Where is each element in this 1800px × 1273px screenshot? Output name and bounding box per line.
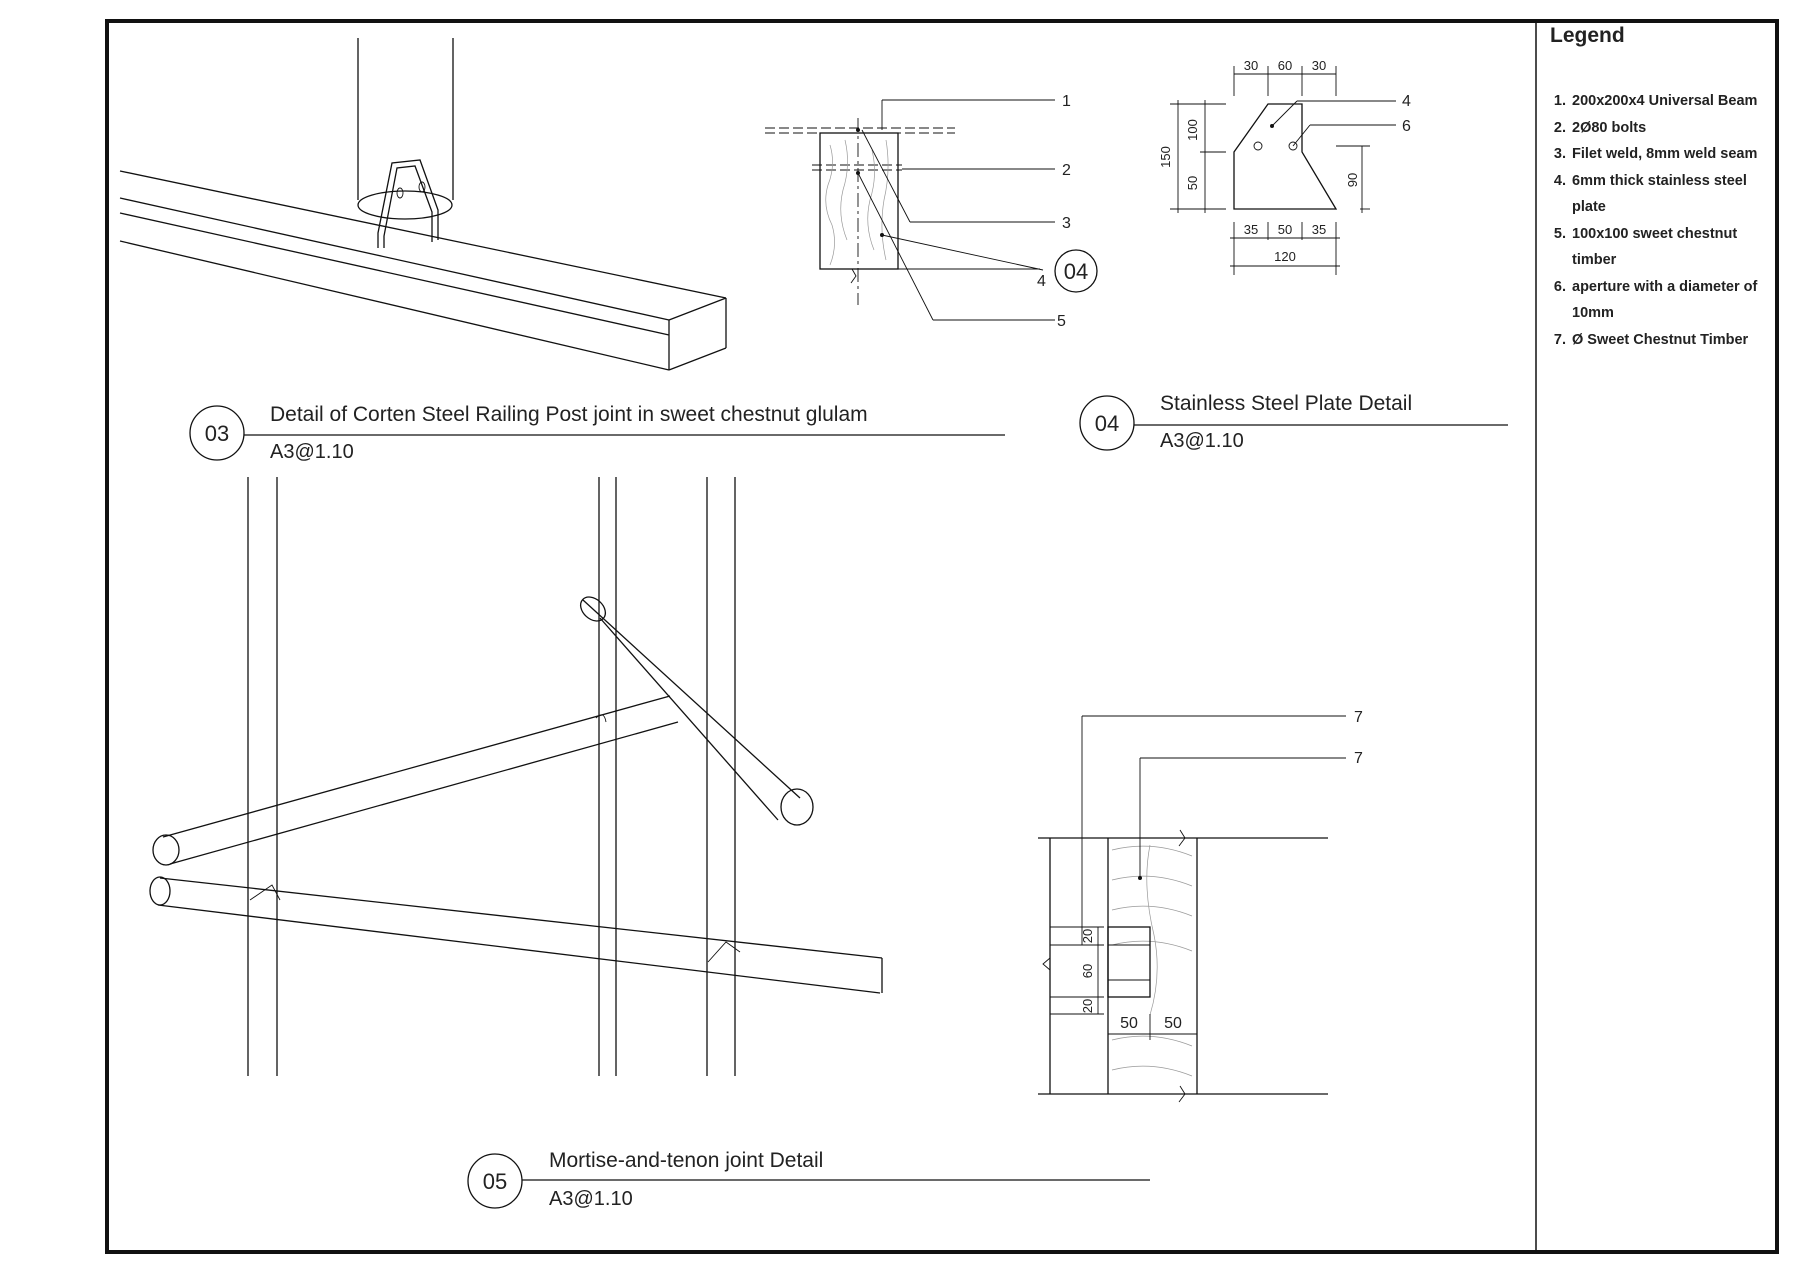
sheet-border: [105, 19, 1779, 1254]
legend-item-7: Ø Sweet Chestnut Timber: [1570, 327, 1776, 354]
section-callout-4: 4: [1037, 273, 1046, 290]
detail-04-bubble: [1079, 395, 1135, 451]
detail-03-drawing: [119, 38, 727, 371]
plate-dim-right: 90: [1345, 173, 1360, 187]
legend-list: 200x200x4 Universal Beam 2Ø80 bolts File…: [1536, 88, 1776, 353]
legend-panel: Legend 200x200x4 Universal Beam 2Ø80 bol…: [1536, 24, 1776, 353]
detail-03-titleblock: 03 Detail of Corten Steel Railing Post j…: [189, 403, 1005, 463]
mortise-dim-v-mid: 60: [1080, 964, 1095, 978]
detail-05-titleblock: 05 Mortise-and-tenon joint Detail A3@1.1…: [467, 1149, 1150, 1210]
detail-03-title: Detail of Corten Steel Railing Post join…: [270, 403, 868, 426]
legend-item-1: 200x200x4 Universal Beam: [1570, 88, 1776, 115]
detail-04-number: 04: [1095, 411, 1119, 436]
mortise-dim-h-right: 50: [1164, 1015, 1182, 1032]
plate-dim-bot-total: 120: [1274, 249, 1296, 264]
plate-tag-4: 4: [1402, 93, 1411, 110]
plate-dim-top-b: 60: [1278, 58, 1292, 73]
detail-05-title: Mortise-and-tenon joint Detail: [549, 1149, 823, 1172]
mortise-section-drawing: 20 60 20 50 50 7 7: [1038, 709, 1363, 1103]
detail-04-titleblock: 04 Stainless Steel Plate Detail A3@1.10: [1079, 392, 1508, 452]
section-reference-number: 04: [1064, 259, 1088, 284]
section-callout-1: 1: [1062, 93, 1071, 110]
legend-title: Legend: [1550, 24, 1625, 47]
detail-05-bubble: [467, 1153, 523, 1209]
plate-dim-left-lower: 50: [1185, 176, 1200, 190]
detail-05-scale: A3@1.10: [549, 1188, 633, 1210]
plate-dim-bot-c: 35: [1312, 222, 1326, 237]
legend-item-3: Filet weld, 8mm weld seam: [1570, 141, 1776, 168]
detail-05-number: 05: [483, 1169, 507, 1194]
mortise-dim-v-top: 20: [1080, 929, 1095, 943]
legend-item-4: 6mm thick stainless steel plate: [1570, 168, 1776, 221]
section-callout-2: 2: [1062, 162, 1071, 179]
plate-dim-left-total: 150: [1158, 146, 1173, 168]
mortise-callout-7b: 7: [1354, 750, 1363, 767]
mortise-dim-v-bot: 20: [1080, 999, 1095, 1013]
legend-item-5: 100x100 sweet chestnut timber: [1570, 221, 1776, 274]
plate-dim-top-c: 30: [1312, 58, 1326, 73]
mortise-dim-h-left: 50: [1120, 1015, 1138, 1032]
plate-dim-bot-b: 50: [1278, 222, 1292, 237]
plate-tag-6: 6: [1402, 118, 1411, 135]
detail-03-scale: A3@1.10: [270, 441, 354, 463]
plate-dim-bot-a: 35: [1244, 222, 1258, 237]
plate-detail-drawing: 4 6 30 60 30 150 100 50 90 35 50 35: [1158, 58, 1411, 275]
section-callout-5: 5: [1057, 313, 1066, 330]
legend-item-2: 2Ø80 bolts: [1570, 115, 1776, 142]
detail-05-drawing: [149, 477, 883, 1076]
detail-04-scale: A3@1.10: [1160, 430, 1244, 452]
plate-dim-top-a: 30: [1244, 58, 1258, 73]
plate-dim-left-upper: 100: [1185, 119, 1200, 141]
detail-04-title: Stainless Steel Plate Detail: [1160, 392, 1412, 415]
mortise-callout-7a: 7: [1354, 709, 1363, 726]
detail-03-bubble: [189, 405, 245, 461]
section-callout-3: 3: [1062, 215, 1071, 232]
section-reference-bubble: [1054, 249, 1098, 293]
detail-03-number: 03: [205, 421, 229, 446]
joint-section-drawing: 1 2 3 4 5 04: [765, 93, 1098, 330]
legend-item-6: aperture with a diameter of 10mm: [1570, 274, 1776, 327]
